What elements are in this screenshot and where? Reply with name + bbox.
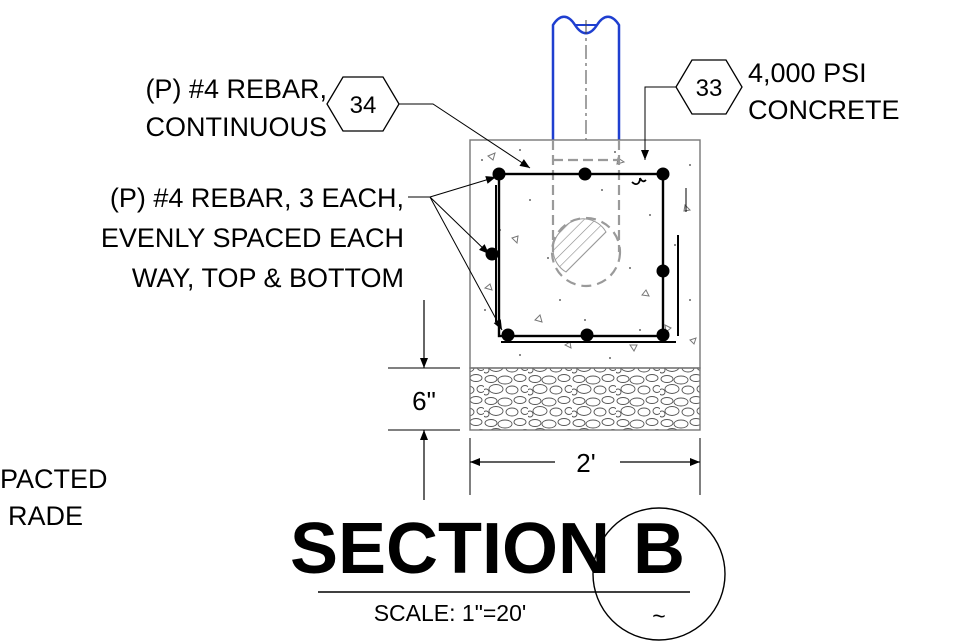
svg-text:(P) #4 REBAR,: (P) #4 REBAR,: [145, 74, 327, 104]
svg-text:RADE: RADE: [8, 501, 83, 531]
tag-33-label: 33: [696, 75, 723, 102]
rebar-continuous-leader: [399, 103, 531, 169]
section-scale: SCALE: 1"=20': [374, 600, 527, 626]
rebar-dot: [501, 328, 515, 342]
note-concrete: 4,000 PSI CONCRETE: [748, 58, 900, 125]
svg-text:4,000 PSI: 4,000 PSI: [748, 58, 867, 88]
dimension-gravel-depth: 6": [388, 300, 460, 500]
rebar-tie-hook: [631, 177, 647, 185]
rebar-dot: [492, 167, 506, 181]
rebar-dot: [580, 328, 594, 342]
note-rebar-continuous: (P) #4 REBAR, CONTINUOUS: [145, 74, 327, 142]
note-rebar-each: (P) #4 REBAR, 3 EACH, EVENLY SPACED EACH…: [101, 183, 404, 293]
concrete-leader: [641, 86, 676, 160]
svg-text:PACTED: PACTED: [0, 464, 108, 494]
svg-text:CONTINUOUS: CONTINUOUS: [146, 112, 328, 142]
rebar-dot: [656, 328, 670, 342]
rebar-dot: [656, 264, 670, 278]
rebar-each-leaders: [408, 176, 503, 331]
dimension-gravel-depth-label: 6": [412, 386, 436, 416]
dimension-footing-width: 2': [469, 438, 701, 495]
note-subgrade: PACTED RADE: [0, 464, 108, 531]
svg-text:(P) #4 REBAR, 3 EACH,: (P) #4 REBAR, 3 EACH,: [110, 183, 404, 213]
dimension-footing-width-label: 2': [576, 448, 595, 478]
svg-text:WAY, TOP & BOTTOM: WAY, TOP & BOTTOM: [132, 263, 404, 293]
embedded-post-hidden: [550, 140, 622, 288]
svg-text:CONCRETE: CONCRETE: [748, 95, 900, 125]
gravel-base: [469, 367, 701, 431]
tag-34-label: 34: [350, 92, 377, 119]
section-title-block: SECTION SCALE: 1"=20' B ~: [290, 507, 726, 641]
rebar-dot: [656, 167, 670, 181]
section-id: B: [633, 509, 685, 589]
section-title: SECTION: [290, 509, 610, 589]
svg-text:EVENLY SPACED EACH: EVENLY SPACED EACH: [101, 223, 404, 253]
tag-33: 33: [641, 59, 743, 160]
rebar-dot: [578, 167, 592, 181]
rebar-dot: [485, 247, 499, 261]
section-sheet-ref: ~: [652, 603, 665, 629]
tag-34: 34: [326, 76, 531, 169]
section-bubble: [592, 507, 726, 641]
